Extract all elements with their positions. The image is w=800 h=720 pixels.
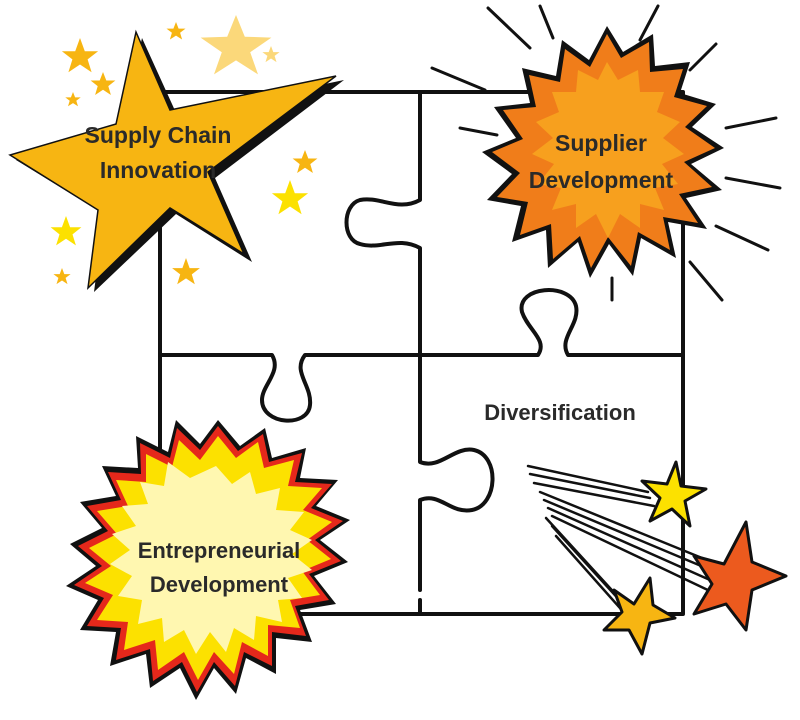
entrepreneurial-label-line2: Development xyxy=(150,572,289,597)
sparkle-star xyxy=(90,72,116,95)
burst-inner xyxy=(532,62,684,238)
shooting-star-gold xyxy=(602,576,677,656)
sparkle-star xyxy=(53,268,71,285)
shooting-star-yellow xyxy=(640,460,708,528)
sparkle-star xyxy=(172,258,200,285)
supply-chain-star: Supply Chain Innovation xyxy=(8,29,344,292)
sparkle-star xyxy=(166,22,186,40)
puzzle-seam-upper xyxy=(344,90,422,357)
puzzle-seam-lower xyxy=(418,353,495,592)
puzzle-seam-right xyxy=(418,288,685,357)
entrepreneurial-burst: Entrepreneurial Development xyxy=(66,420,350,700)
sparkle-star xyxy=(65,92,81,107)
sparkle-stars xyxy=(50,15,318,285)
star-body xyxy=(8,29,337,291)
supplier-label-line1: Supplier xyxy=(555,130,647,156)
sparkle-star xyxy=(292,150,318,173)
burst-cream xyxy=(110,462,312,654)
entrepreneurial-label-line1: Entrepreneurial xyxy=(138,538,301,563)
supplier-label-line2: Development xyxy=(529,167,674,193)
sparkle-star xyxy=(262,46,280,63)
shooting-stars xyxy=(526,460,788,656)
sparkle-star-large-light xyxy=(200,15,272,75)
sparkle-star xyxy=(61,38,99,73)
diversification-label: Diversification xyxy=(484,400,636,425)
puzzle xyxy=(158,90,685,616)
sparkle-star xyxy=(271,180,309,215)
sparkle-star xyxy=(50,216,82,246)
supply-chain-label-line2: Innovation xyxy=(100,157,216,183)
supplier-burst: Supplier Development xyxy=(430,4,782,302)
supply-chain-label-line1: Supply Chain xyxy=(85,122,232,148)
shooting-star-red xyxy=(692,520,788,632)
burst-rays xyxy=(430,4,782,302)
puzzle-seam-left xyxy=(158,353,422,423)
